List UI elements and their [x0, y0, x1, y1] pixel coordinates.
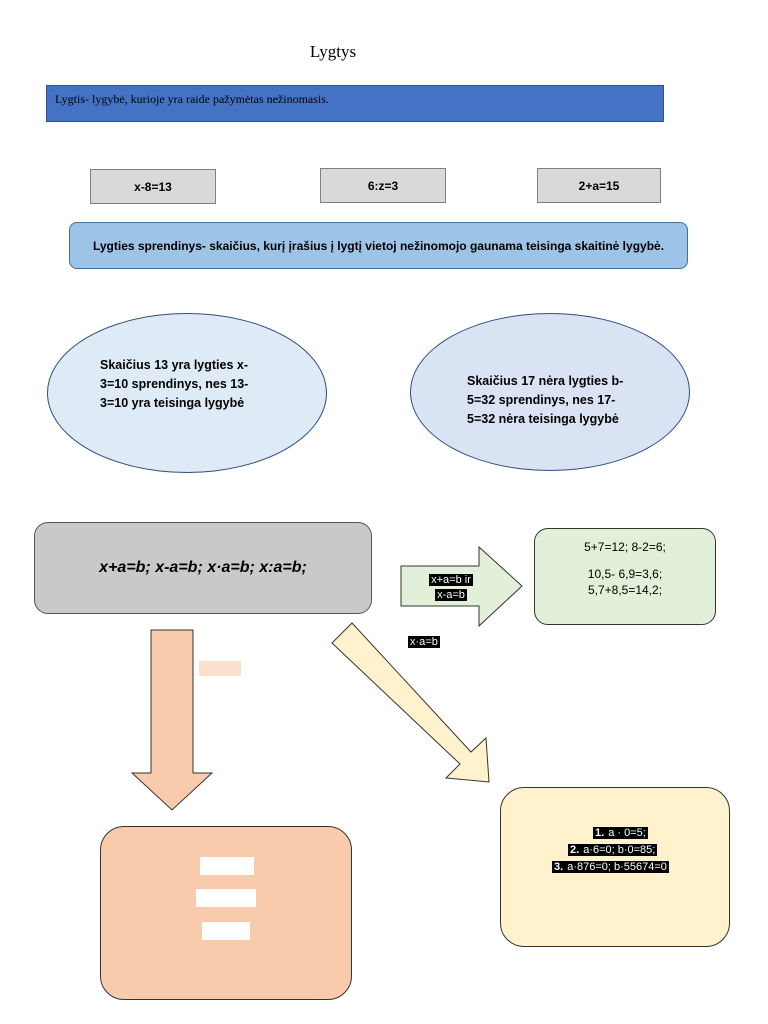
- solution-definition-box: Lygties sprendinys- skaičius, kurį įraši…: [69, 222, 688, 269]
- definition-box: Lygtis- lygybė, kurioje yra raide pažymė…: [46, 85, 664, 122]
- zero-rule-3: 3.a·876=0; b·55674=0: [552, 861, 669, 873]
- right-arrow-label-line-1: x+a=b ir: [429, 574, 473, 586]
- right-arrow-label-line-2: x-a=b: [435, 589, 467, 601]
- peach-box: [100, 826, 352, 1000]
- ellipse-not-solution: Skaičius 17 nėra lygties b- 5=32 sprendi…: [410, 313, 690, 471]
- ellipse-right-line-3: 5=32 nėra teisinga lygybė: [467, 412, 619, 426]
- down-arrow: [130, 629, 214, 811]
- blank-block-2: [196, 889, 256, 907]
- ellipse-right-line-2: 5=32 sprendinys, nes 17-: [467, 393, 616, 407]
- ellipse-left-line-3: 3=10 yra teisinga lygybė: [100, 396, 245, 410]
- zero-rule-2: 2.a·6=0; b·0=85;: [568, 844, 658, 856]
- zero-rules-box: 1.a · 0=5; 2.a·6=0; b·0=85; 3.a·876=0; b…: [500, 787, 730, 947]
- multiplication-label: x·a=b: [408, 636, 440, 648]
- blank-block-1: [200, 857, 254, 875]
- examples-box: 5+7=12; 8-2=6; 10,5- 6,9=3,6; 5,7+8,5=14…: [534, 528, 716, 625]
- diagonal-arrow: [331, 622, 490, 783]
- formulas-box: x+a=b; x-a=b; x·a=b; x:a=b;: [34, 522, 372, 614]
- equation-example-1: x-8=13: [90, 169, 216, 204]
- right-arrow: [400, 545, 523, 628]
- ellipse-is-solution: Skaičius 13 yra lygties x- 3=10 sprendin…: [47, 313, 327, 473]
- equation-example-3: 2+a=15: [537, 168, 661, 203]
- ellipse-left-line-1: Skaičius 13 yra lygties x-: [100, 358, 249, 372]
- equation-example-2: 6:z=3: [320, 168, 446, 203]
- down-arrow-label-blank: [199, 661, 241, 676]
- ellipse-right-line-1: Skaičius 17 nėra lygties b-: [467, 374, 624, 388]
- ellipse-left-line-2: 3=10 sprendinys, nes 13-: [100, 377, 249, 391]
- example-line-3: 5,7+8,5=14,2;: [587, 583, 663, 597]
- example-line-2: 10,5- 6,9=3,6;: [587, 567, 663, 581]
- right-arrow-label: x+a=b ir x-a=b: [426, 572, 476, 602]
- zero-rule-1: 1.a · 0=5;: [593, 827, 648, 839]
- page-title: Lygtys: [309, 42, 357, 61]
- example-line-1: 5+7=12; 8-2=6;: [584, 540, 666, 554]
- blank-block-3: [202, 922, 250, 940]
